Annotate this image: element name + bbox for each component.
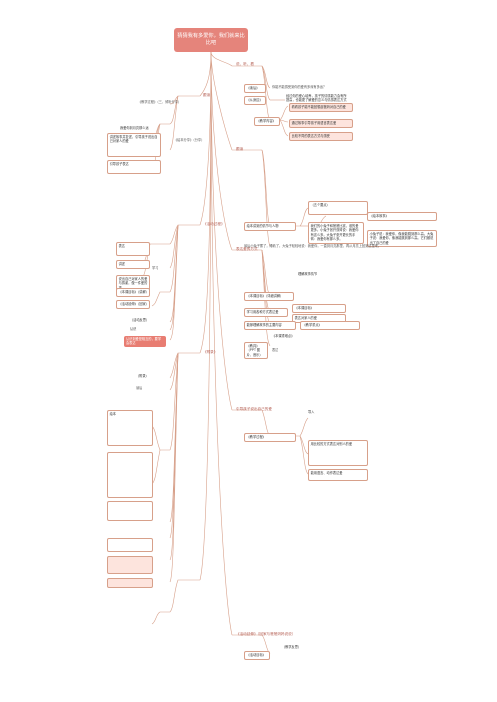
node-text[interactable]: 学习 (152, 266, 159, 270)
node-box[interactable]: 《本课目标》（详细讲解） (244, 292, 294, 301)
node-box[interactable]: 《读后》 (244, 84, 266, 93)
node-box[interactable]: 《本课目标》 (292, 304, 346, 313)
node-box[interactable]: 《绘本故事》 (367, 212, 437, 221)
node-box[interactable]: 表达 (116, 242, 150, 256)
node-text[interactable]: 经过你的爱心培养，孩子的情感能力会有所提高，也能更了解爱的意义与情感表达方式 (286, 94, 347, 103)
node-box[interactable] (107, 556, 153, 574)
node-text[interactable]: 我爱你到月亮那么远 (120, 126, 149, 130)
node-text[interactable]: 理解故事情节 (298, 272, 318, 276)
node-box[interactable]: （五个要点） (308, 201, 368, 215)
node-box[interactable]: 《从身边》 (244, 96, 266, 105)
node-box[interactable]: 引导孩子表达 (107, 160, 161, 174)
highlighted-node[interactable]: 认识到爱是相互的，要学会表达 (124, 336, 166, 347)
node-box[interactable]: 《活动目标》 (244, 651, 270, 660)
node-text[interactable]: （附录） (136, 374, 149, 378)
branch-label[interactable]: 《活动过程》 (203, 222, 225, 226)
node-text[interactable]: （教学反思） (282, 645, 302, 649)
node-box[interactable]: 通过故事引导孩子用语言表达爱 (289, 119, 353, 128)
node-box[interactable]: 能够理解故事的主要内容 (244, 321, 296, 330)
node-box[interactable]: 我们的小兔子和爸爸比赛，谁的爱更多。小兔子张开双臂说：我爱你有这么多。大兔子张开… (308, 222, 364, 244)
node-box[interactable]: 《教学重点》 (300, 321, 360, 330)
node-text[interactable]: 导入 (308, 410, 315, 414)
node-box[interactable]: 《教学内容》 (254, 117, 280, 126)
node-box[interactable]: 小兔子说：我爱你，像我能跳到那么高。大兔子说：我爱你，像我能跳到那么高。它们都说… (367, 230, 437, 248)
node-box[interactable]: 讲述故事并复述，引导孩子说出自己对家人的爱 (107, 133, 161, 157)
node-box[interactable]: 讲述 (116, 260, 150, 269)
node-text[interactable]: 《本课重难点》 (272, 334, 295, 338)
node-text[interactable]: 读后 (136, 386, 143, 390)
node-text[interactable]: 表达 (272, 348, 279, 352)
node-box[interactable] (107, 452, 153, 498)
branch-label[interactable]: 跟读 (236, 147, 244, 151)
node-text[interactable]: 《绘本分享》（分享） (174, 138, 205, 142)
node-box[interactable]: 《教学过程》 (244, 433, 296, 442)
node-box[interactable]: 绘本 (107, 410, 153, 446)
branch-label[interactable]: 说、听、看 (236, 62, 254, 66)
node-box[interactable]: 用比较的方式表达对别人的爱 (308, 440, 368, 466)
branch-label[interactable]: 跟读 (203, 93, 211, 97)
node-box[interactable] (107, 578, 153, 588)
node-text[interactable]: 认识 (130, 327, 137, 331)
node-box[interactable]: 绘本讲到的情节与人物 (244, 222, 296, 231)
central-topic[interactable]: 猜猜我有多爱你，我们就来比比吧 (174, 28, 248, 52)
node-box[interactable] (107, 501, 153, 521)
node-text[interactable]: 《教学过程》（三、倾听分享） (138, 100, 182, 104)
branch-label[interactable]: 表达爱的方式 (236, 247, 258, 251)
node-box[interactable]: 《活动延伸》（回家） (116, 300, 150, 309)
branch-label[interactable]: 《附录》 (203, 350, 218, 354)
branch-label[interactable]: 引导孩子说出自己的爱 (236, 407, 272, 411)
node-box[interactable]: 看看孩子能不能回想起爸妈对自己的爱 (289, 103, 353, 112)
node-box[interactable]: 能用语言、动作表达爱 (308, 469, 368, 481)
node-text[interactable]: 你能不能感受到你的爱有多深有多远？ (272, 85, 327, 89)
node-text[interactable]: （活动反思） (130, 318, 150, 322)
node-box[interactable]: 《教具》（PPT 图片、音乐） (244, 342, 268, 360)
node-box[interactable]: 《本课目标》（讲解） (116, 288, 150, 297)
node-box[interactable] (107, 538, 153, 552)
node-text[interactable]: 最后小兔子累了，睡着了。大兔子轻轻地说：我爱你，一直到月亮那里，再从月亮上回到这… (244, 244, 382, 248)
node-box[interactable]: 学习用各种方式表达爱 (244, 308, 288, 317)
node-box[interactable]: 比较不同的表达方式与感受 (289, 132, 353, 141)
branch-label[interactable]: 《活动延伸》（回家与爸爸妈妈说说） (236, 632, 296, 636)
